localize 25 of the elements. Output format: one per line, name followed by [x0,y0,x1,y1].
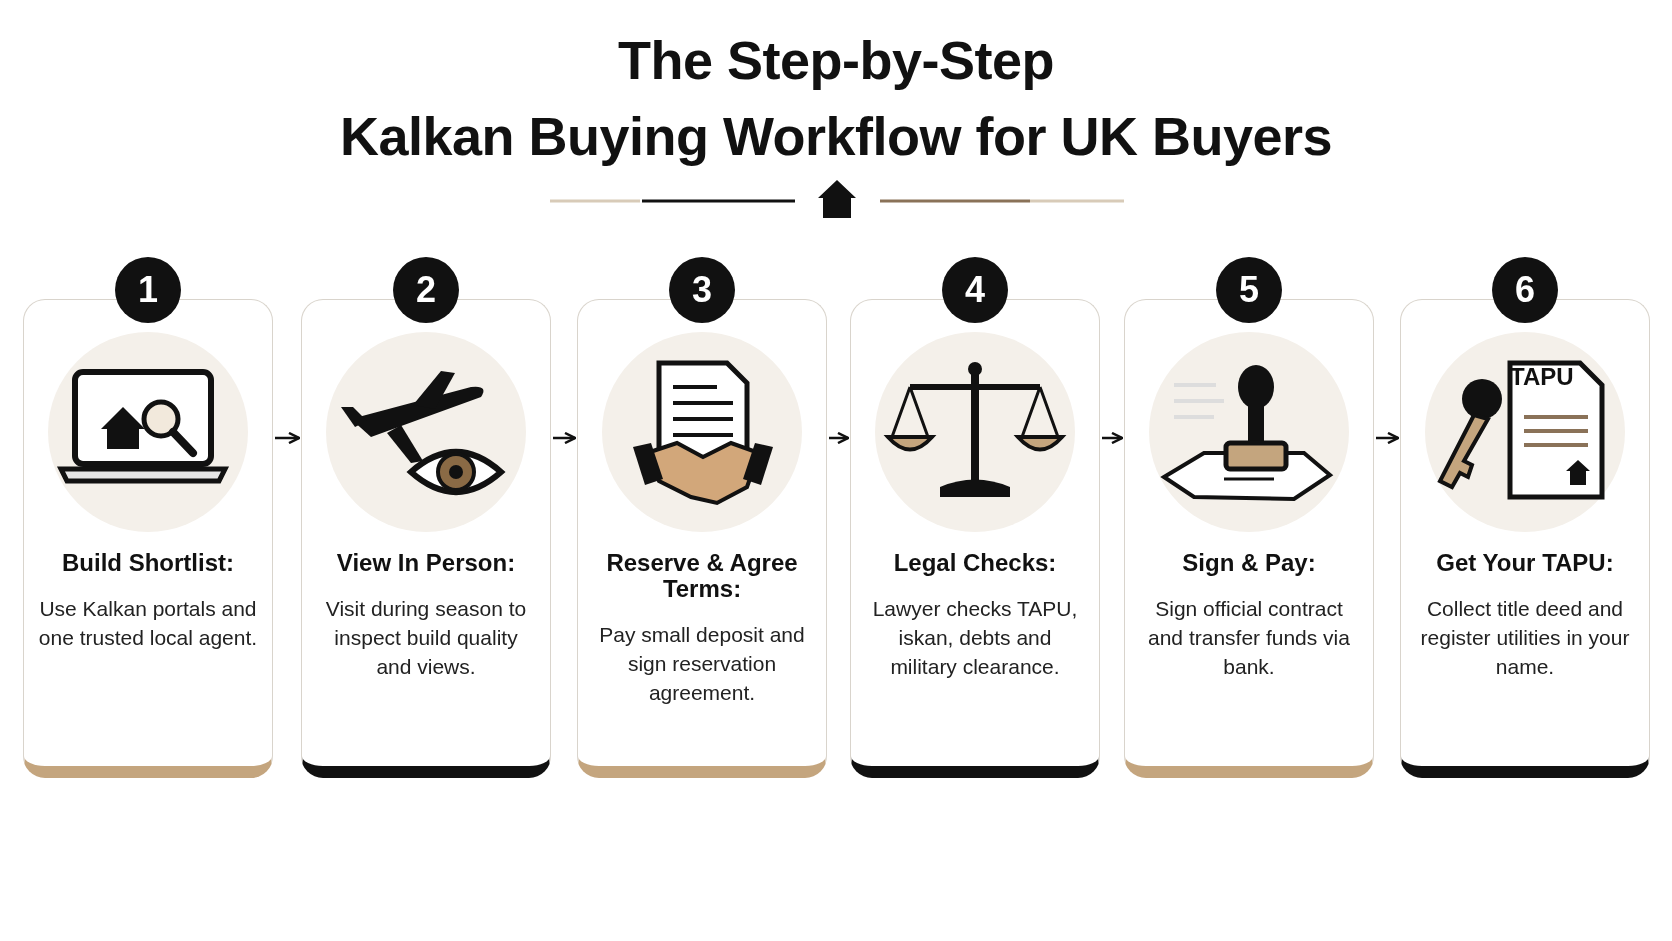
title: The Step-by-Step Kalkan Buying Workflow for UK Buyers [338,29,1334,168]
step-heading: Build Shortlist: [61,550,235,576]
step-description: Pay small deposit and sign reservation agreement. [598,622,806,706]
step-description: Use Kalkan portals and one trusted local agent. [38,596,258,651]
step-number: 1 [115,257,181,323]
document-label: TAPU [1510,363,1574,391]
arrow [1102,431,1124,445]
step-number: 3 [669,257,735,323]
arrow [275,431,301,445]
step-heading: View In Person: [335,550,517,576]
arrow [829,431,850,445]
arrow [1376,431,1400,445]
step-number: 6 [1492,257,1558,323]
step-number: 4 [942,257,1008,323]
arrow [553,431,577,445]
step-description: Sign official contract and transfer funds via bank. [1147,596,1351,680]
step-number: 2 [393,257,459,323]
step-description: Collect title deed and register utilities in your name. [1419,596,1631,680]
step-heading: Reserve & Agree Terms: [605,550,799,602]
step-heading: Legal Checks: [892,550,1058,576]
step-description: Visit during season to inspect build quality and views. [324,596,528,680]
step-description: Lawyer checks TAPU, iskan, debts and military clearance. [871,596,1079,680]
step-heading: Get Your TAPU: [1435,550,1615,576]
step-number: 5 [1216,257,1282,323]
step-heading: Sign & Pay: [1181,550,1317,576]
